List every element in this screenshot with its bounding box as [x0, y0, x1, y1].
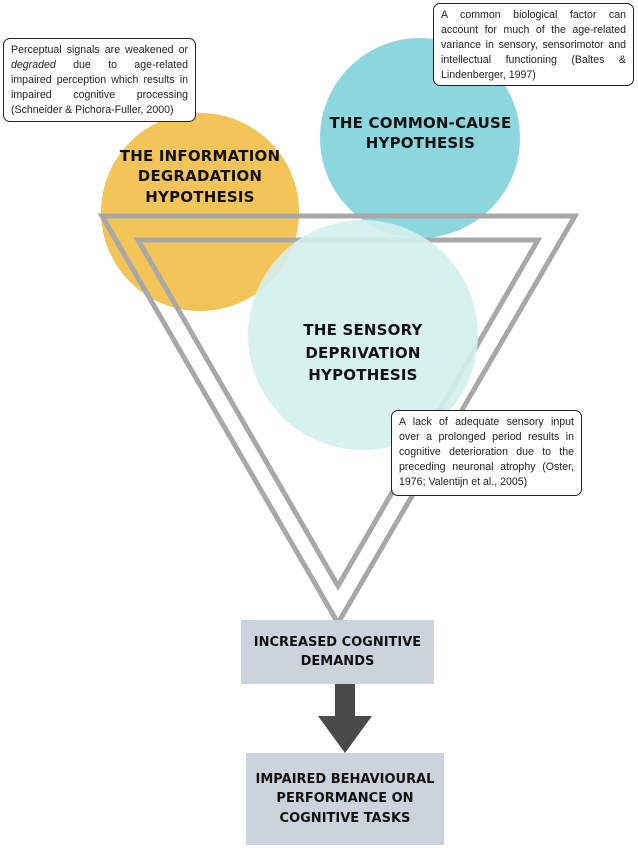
- common-cause-circle: [320, 38, 520, 238]
- box-line: DEMANDS: [300, 654, 375, 669]
- note-emphasis: degraded: [11, 59, 56, 72]
- note-text: due to age-related impaired perception w…: [11, 59, 188, 117]
- title-line: THE INFORMATION: [119, 147, 281, 165]
- box-line: PERFORMANCE ON: [276, 791, 414, 807]
- degradation-note: Perceptual signals are weakened or degra…: [3, 38, 196, 122]
- note-text: A lack of adequate sensory input over a …: [399, 416, 574, 489]
- title-line: THE COMMON-CAUSE: [329, 114, 512, 132]
- title-line: HYPOTHESIS: [308, 366, 418, 384]
- increased-cognitive-demands-box: INCREASED COGNITIVE DEMANDS: [241, 620, 434, 684]
- title-line: DEGRADATION: [137, 167, 263, 186]
- sensory-deprivation-circle: [248, 220, 478, 450]
- title-line: THE SENSORY: [303, 321, 423, 339]
- information-degradation-title: THE INFORMATION DEGRADATION HYPOTHESIS: [85, 146, 315, 207]
- box-line: INCREASED COGNITIVE: [253, 634, 422, 650]
- title-line: HYPOTHESIS: [145, 187, 255, 206]
- note-text: A common biological factor can account f…: [441, 9, 626, 82]
- box-line: IMPAIRED BEHAVIOURAL: [255, 771, 435, 787]
- title-line: HYPOTHESIS: [365, 134, 476, 153]
- sensory-deprivation-title: THE SENSORY DEPRIVATION HYPOTHESIS: [268, 319, 458, 387]
- title-line: DEPRIVATION: [305, 343, 421, 362]
- common-cause-title: THE COMMON-CAUSE HYPOTHESIS: [318, 113, 523, 154]
- sensory-deprivation-note: A lack of adequate sensory input over a …: [391, 410, 582, 496]
- note-text: Perceptual signals are weakened or: [11, 44, 188, 56]
- down-arrow-head: [318, 716, 372, 753]
- common-cause-note: A common biological factor can account f…: [433, 3, 634, 86]
- impaired-performance-box: IMPAIRED BEHAVIOURAL PERFORMANCE ON COGN…: [246, 753, 444, 845]
- box-line: COGNITIVE TASKS: [279, 810, 411, 826]
